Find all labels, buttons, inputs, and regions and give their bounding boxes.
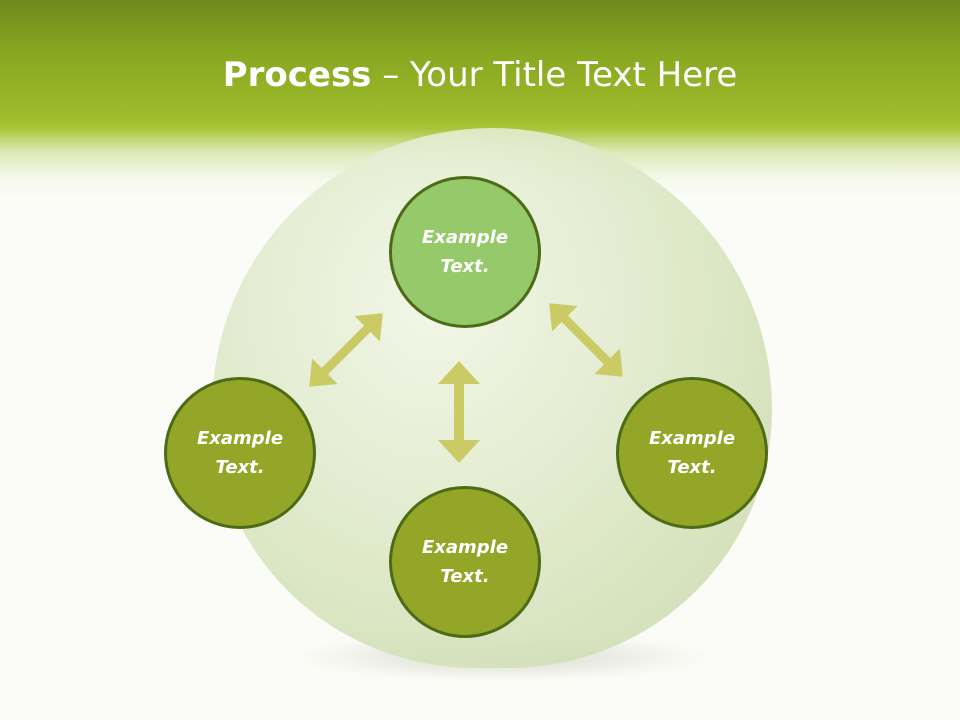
title-strong: Process bbox=[222, 55, 372, 95]
title-rest: – Your Title Text Here bbox=[371, 55, 738, 95]
process-node-bottom[interactable]: Example Text. bbox=[389, 486, 541, 638]
process-node-top[interactable]: Example Text. bbox=[389, 176, 541, 328]
process-node-right-label: Example Text. bbox=[648, 428, 736, 478]
arrow-center-vertical bbox=[438, 361, 480, 463]
process-node-right[interactable]: Example Text. bbox=[616, 377, 768, 529]
process-node-left[interactable]: Example Text. bbox=[164, 377, 316, 529]
process-node-left-label: Example Text. bbox=[196, 428, 284, 478]
arrow-right-top bbox=[549, 303, 623, 377]
slide-title: Process – Your Title Text Here bbox=[0, 52, 960, 98]
process-node-top-label: Example Text. bbox=[421, 227, 509, 277]
process-node-bottom-label: Example Text. bbox=[421, 537, 509, 587]
arrow-left-top bbox=[309, 313, 383, 387]
